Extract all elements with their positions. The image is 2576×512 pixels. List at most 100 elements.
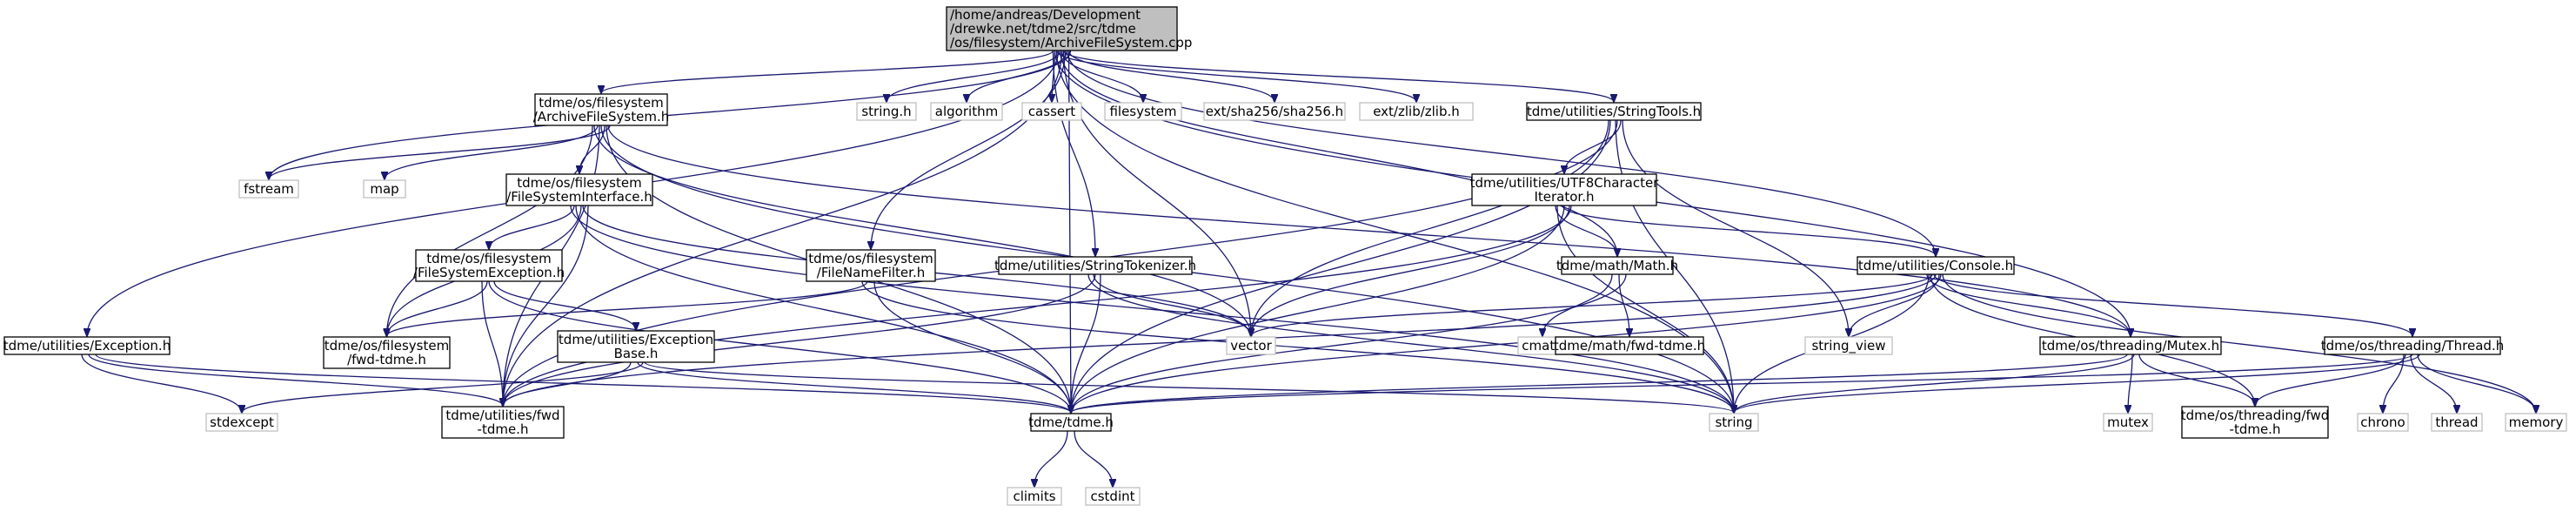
node-box <box>2431 413 2483 432</box>
edge-fse-to-excbase <box>493 280 636 330</box>
node-math_fwd[interactable]: tdme/math/fwd-tdme.h <box>1554 336 1705 355</box>
edge-excbase-to-string <box>644 361 1734 413</box>
node-tdme_h[interactable]: tdme/tdme.h <box>1028 413 1114 432</box>
node-label: thread <box>2435 414 2478 430</box>
node-box <box>238 179 299 199</box>
edge-afs_h-to-fstream <box>269 125 611 179</box>
node-label: climits <box>1013 488 1055 504</box>
edge-console-to-thread_h <box>1933 273 2412 336</box>
edge-tokenizer-to-util_fwd <box>503 273 1096 406</box>
node-box <box>2357 413 2409 432</box>
node-label: ext/sha256/sha256.h <box>1206 104 1343 119</box>
node-label: tdme/utilities/Console.h <box>1858 258 2013 273</box>
edge-thread_h-to-tdme_h <box>1071 354 2413 413</box>
node-box <box>2103 413 2153 432</box>
node-zlib: ext/zlib/zlib.h <box>1359 102 1474 121</box>
edge-math-to-tdme_h <box>1071 273 1627 413</box>
edge-fsi-to-string <box>570 205 1734 413</box>
node-vector: vector <box>1226 336 1276 355</box>
edge-root-to-console <box>1066 50 1937 256</box>
node-label: tdme/utilities/StringTokenizer.h <box>994 258 1196 273</box>
node-box <box>2324 336 2501 355</box>
node-label: /FileSystemException.h <box>413 265 565 280</box>
node-exception[interactable]: tdme/utilities/Exception.h <box>3 336 171 355</box>
node-box <box>505 173 653 206</box>
node-thread: thread <box>2431 413 2483 432</box>
edge-root-to-afs_h <box>601 50 1054 93</box>
node-label: filesystem <box>1109 104 1176 119</box>
node-fnf[interactable]: tdme/os/filesystem/FileNameFilter.h <box>806 249 936 282</box>
node-string_view: string_view <box>1804 336 1893 355</box>
node-tokenizer[interactable]: tdme/utilities/StringTokenizer.h <box>994 256 1196 275</box>
node-box <box>1226 336 1276 355</box>
edge-root-to-tokenizer <box>1052 50 1096 256</box>
node-box <box>1104 102 1182 121</box>
node-mutex_h[interactable]: tdme/os/threading/Mutex.h <box>2039 336 2222 355</box>
node-box <box>534 93 668 126</box>
node-box <box>3 336 171 355</box>
node-label: tdme/utilities/Exception.h <box>3 338 171 354</box>
edge-tdme_h-to-cstdint <box>1074 430 1113 487</box>
node-box <box>998 256 1193 275</box>
node-label: mutex <box>2107 414 2149 430</box>
edge-fse-to-tdme_h <box>488 280 1071 413</box>
edge-thread_h-to-chrono <box>2383 354 2405 413</box>
node-stringtools[interactable]: tdme/utilities/StringTools.h <box>1526 102 1702 121</box>
node-fsi[interactable]: tdme/os/filesystem/FileSystemInterface.h <box>505 173 653 206</box>
node-label: tdme/utilities/UTF8Character <box>1470 175 1660 191</box>
edge-exception-to-stdexcept <box>81 354 242 413</box>
edge-console-to-vector <box>1251 273 1933 336</box>
node-box <box>441 406 565 439</box>
node-box <box>806 249 936 282</box>
node-chrono: chrono <box>2357 413 2409 432</box>
node-util_fwd[interactable]: tdme/utilities/fwd-tdme.h <box>441 406 565 439</box>
node-box <box>1804 336 1893 355</box>
node-label: cassert <box>1028 104 1075 119</box>
node-label: tdme/os/filesystem <box>808 251 933 266</box>
node-thr_fwd[interactable]: tdme/os/threading/fwd-tdme.h <box>2181 406 2330 439</box>
edge-mutex_h-to-mutex <box>2128 354 2133 413</box>
edge-root-to-cassert <box>1052 50 1056 102</box>
edge-excbase-to-tdme_h <box>637 361 1071 413</box>
node-box <box>2039 336 2222 355</box>
edge-console-to-mutex_h <box>1926 273 2131 336</box>
node-box <box>1021 102 1082 121</box>
node-console[interactable]: tdme/utilities/Console.h <box>1857 256 2015 275</box>
node-fse[interactable]: tdme/os/filesystem/FileSystemException.h <box>413 249 565 282</box>
node-sha256: ext/sha256/sha256.h <box>1203 102 1346 121</box>
node-box <box>1007 487 1062 506</box>
edge-root-to-sha256 <box>1067 50 1275 102</box>
node-label: /fwd-tdme.h <box>347 352 426 367</box>
node-box <box>930 102 1003 121</box>
node-label: tdme/os/threading/Thread.h <box>2321 338 2504 354</box>
node-box <box>415 249 563 282</box>
edge-stringtools-to-string_view <box>1622 119 1849 336</box>
node-box <box>1709 413 1759 432</box>
edge-root-to-zlib <box>1055 50 1417 102</box>
edge-fsi-to-tdme_h <box>575 205 1071 413</box>
node-fs_fwd[interactable]: tdme/os/filesystem/fwd-tdme.h <box>323 336 451 369</box>
node-label: tdme/os/threading/fwd <box>2181 408 2330 423</box>
node-mutex: mutex <box>2103 413 2153 432</box>
edge-root-to-fnf <box>871 50 1067 249</box>
node-label: Base.h <box>614 346 659 361</box>
node-box <box>946 6 1178 51</box>
edge-stringtools-to-string <box>1615 119 1734 413</box>
node-label: tdme/utilities/fwd <box>445 408 559 423</box>
node-box <box>557 330 715 363</box>
node-label: memory <box>2509 414 2564 430</box>
node-thread_h[interactable]: tdme/os/threading/Thread.h <box>2321 336 2504 355</box>
node-label: tdme/os/filesystem <box>426 251 551 266</box>
node-label: Iterator.h <box>1534 189 1594 205</box>
node-afs_h[interactable]: tdme/os/filesystem/ArchiveFileSystem.h <box>533 93 670 126</box>
node-label: tdme/tdme.h <box>1028 414 1114 430</box>
node-root[interactable]: /home/andreas/Development/drewke.net/tdm… <box>946 6 1192 51</box>
edge-mutex_h-to-string <box>1734 354 2135 413</box>
node-box <box>1526 102 1702 121</box>
edge-thread_h-to-memory <box>2417 354 2536 413</box>
node-label: algorithm <box>935 104 998 119</box>
edge-console-to-tdme_h <box>1071 273 1942 413</box>
node-math[interactable]: tdme/math/Math.h <box>1556 256 1678 275</box>
